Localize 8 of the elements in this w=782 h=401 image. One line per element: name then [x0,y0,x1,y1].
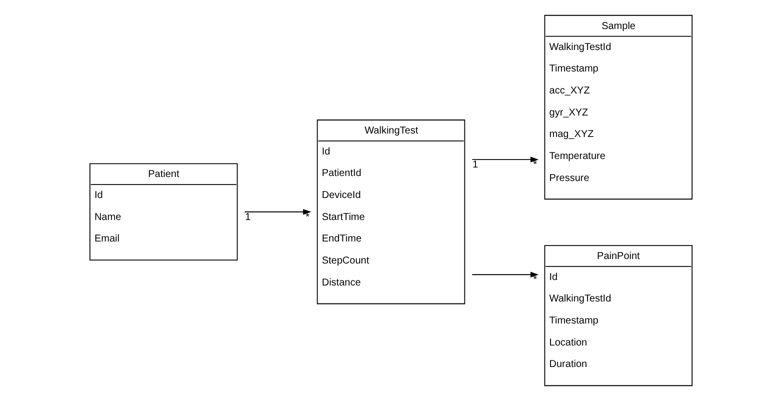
label: 1 [472,160,478,171]
label: * [306,212,310,223]
label: * [533,274,537,286]
label: 1 [245,212,251,223]
arrow [244,209,312,215]
arrow [472,272,539,278]
arrow [472,156,539,162]
label: * [533,160,537,171]
